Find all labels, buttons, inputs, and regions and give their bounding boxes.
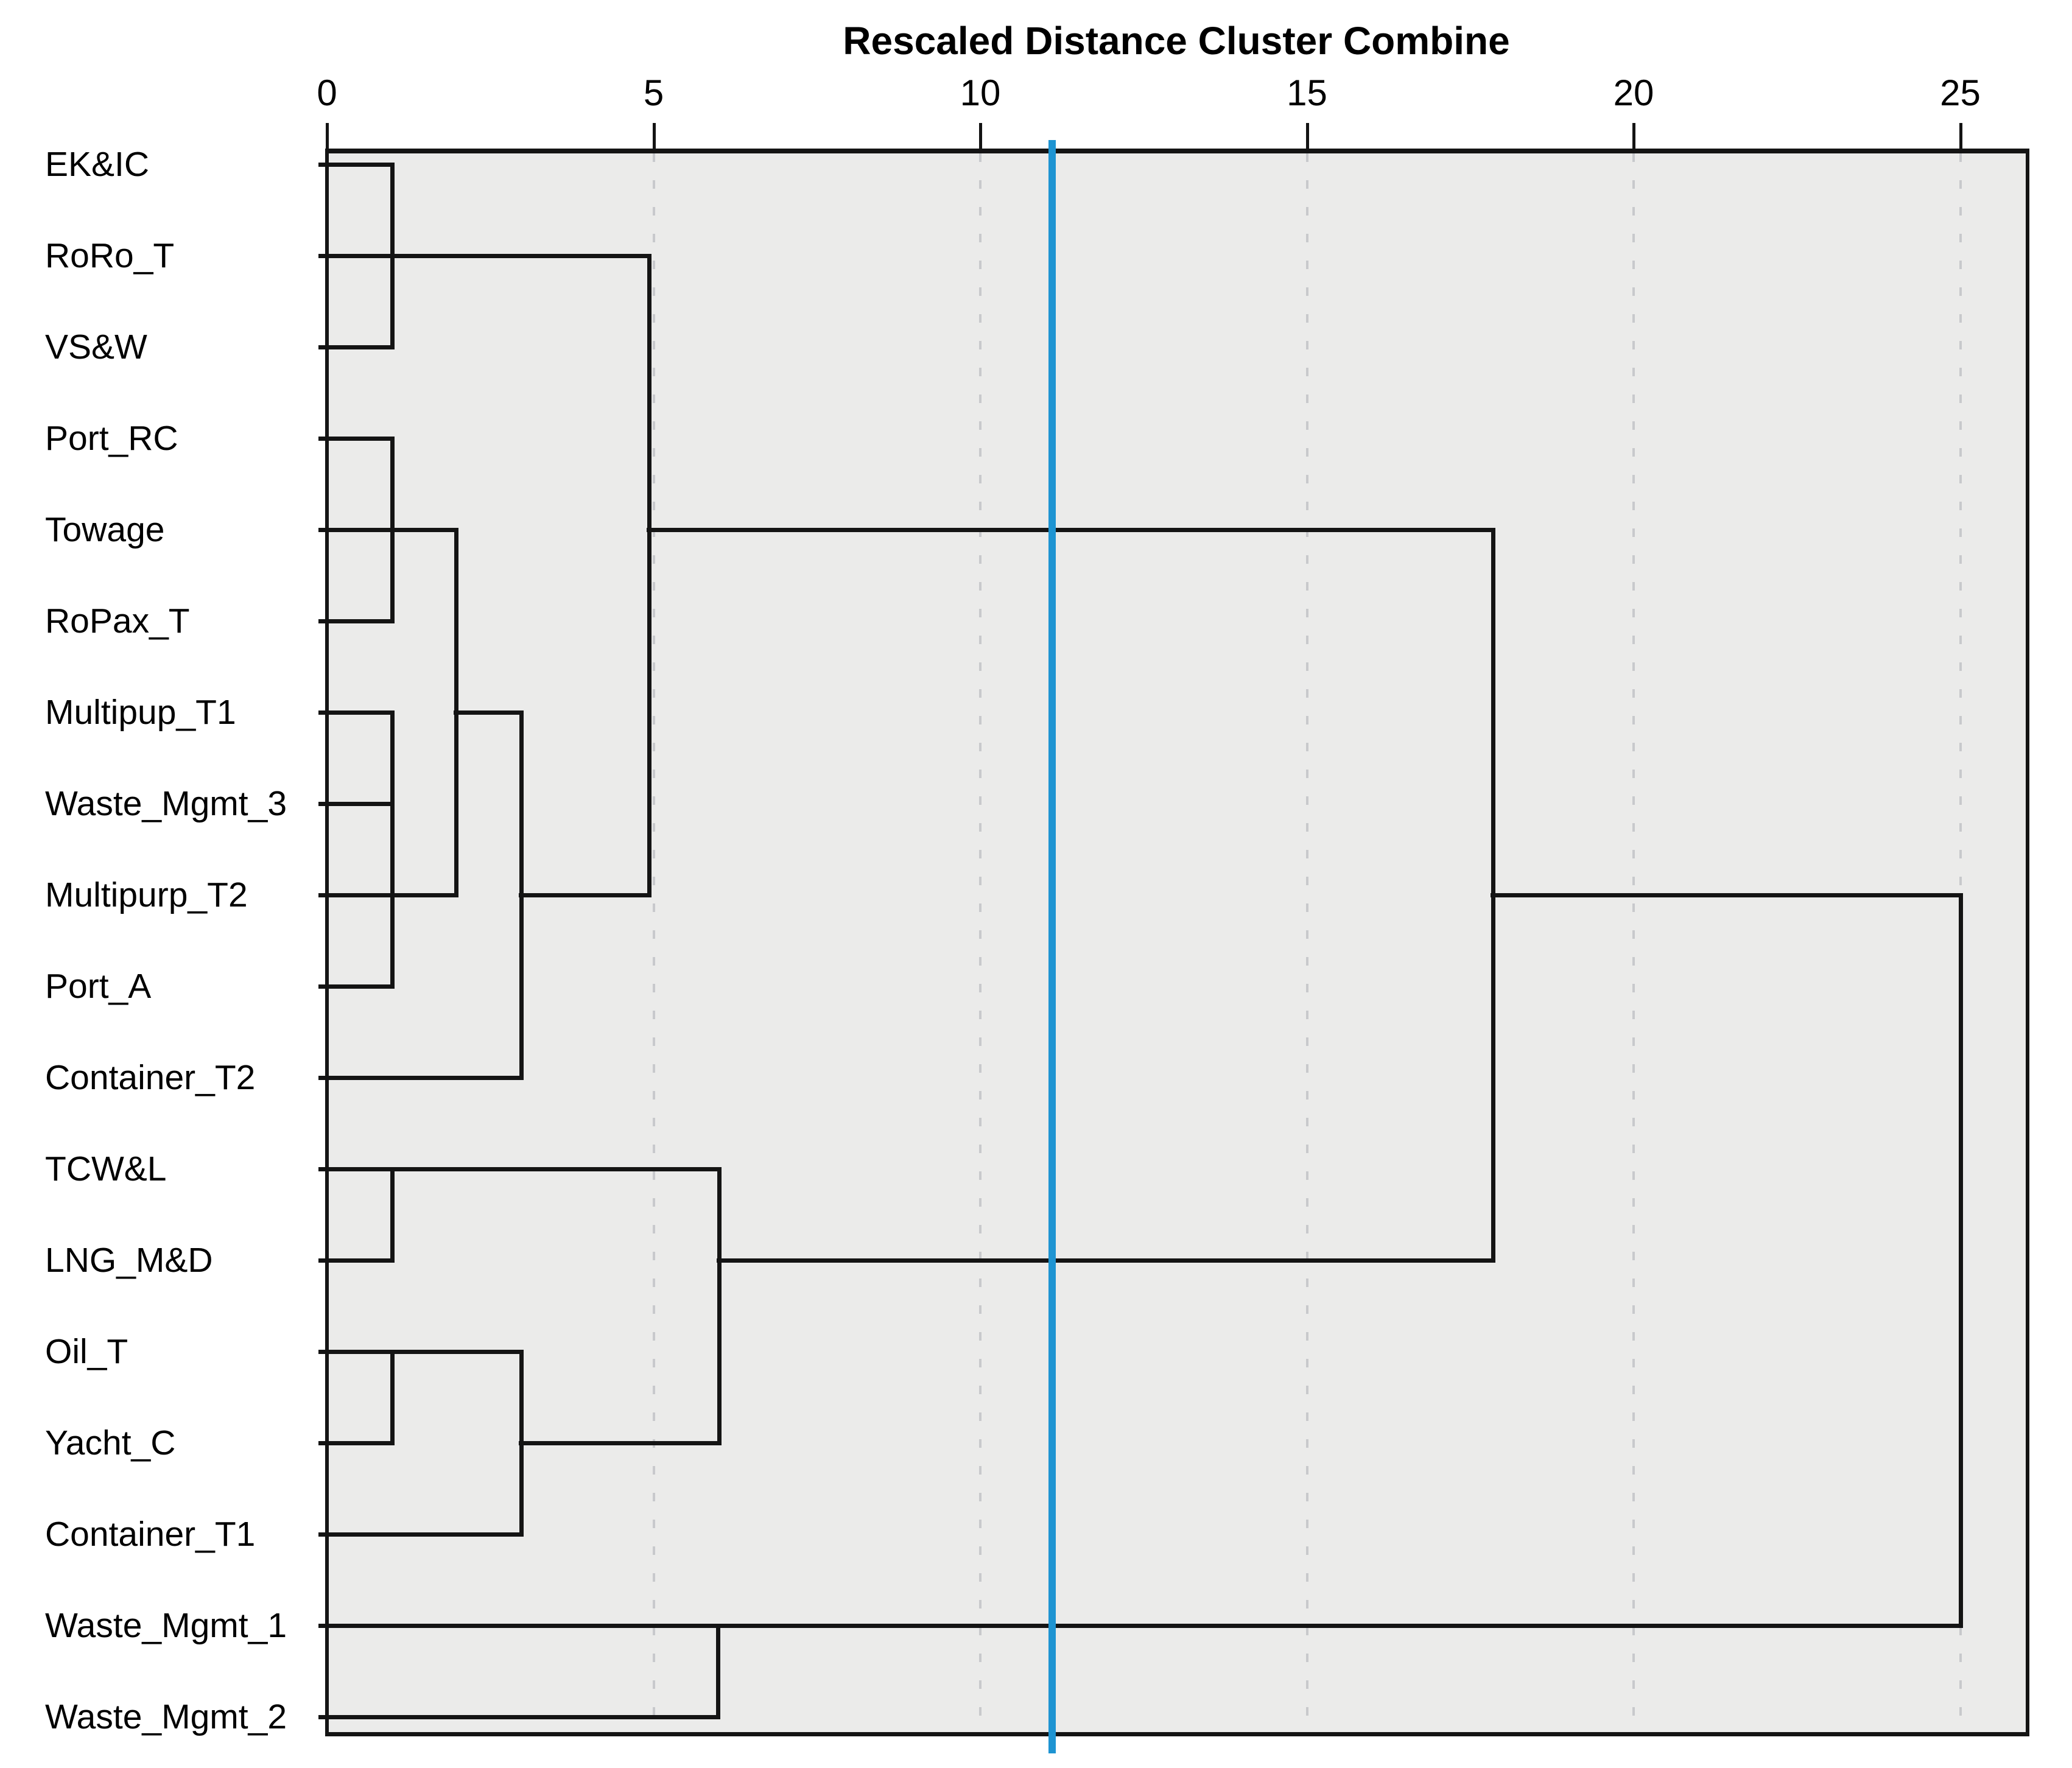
- dendrogram-branch-line: [318, 893, 458, 897]
- axis-tick-label: 0: [317, 72, 337, 113]
- leaf-label: VS&W: [45, 328, 147, 367]
- dendrogram-merge-bracket: [390, 1167, 395, 1263]
- gridline: [652, 153, 655, 1732]
- axis-tick-mark: [326, 123, 329, 149]
- leaf-label: TCW&L: [45, 1149, 167, 1188]
- dendrogram-branch-line: [318, 710, 395, 715]
- dendrogram-branch-line: [454, 710, 523, 715]
- leaf-label: Waste_Mgmt_1: [45, 1606, 287, 1645]
- leaf-label: Container_T2: [45, 1058, 256, 1097]
- dendrogram-branch-line: [318, 254, 651, 258]
- plot-frame-right: [2026, 149, 2029, 1736]
- dendrogram-branch-line: [518, 1441, 721, 1445]
- dendrogram-merge-bracket: [390, 163, 395, 349]
- dendrogram-merge-bracket: [717, 1167, 722, 1445]
- dendrogram-branch-line: [646, 528, 1495, 532]
- axis-tick-mark: [1305, 123, 1309, 149]
- dendrogram-merge-bracket: [390, 437, 395, 623]
- leaf-label: Waste_Mgmt_2: [45, 1697, 287, 1736]
- axis-tick-mark: [1632, 123, 1635, 149]
- dendrogram-branch-line: [318, 1076, 523, 1080]
- plot-area-background: [327, 149, 2029, 1736]
- leaf-label: Multipurp_T2: [45, 875, 248, 914]
- dendrogram-branch-line: [318, 984, 395, 989]
- axis-tick-mark: [652, 123, 656, 149]
- gridline: [1305, 153, 1308, 1732]
- axis-tick-label: 25: [1940, 72, 1981, 113]
- axis-tick-label: 5: [643, 72, 664, 113]
- leaf-label: LNG_M&D: [45, 1241, 213, 1280]
- leaf-label: Waste_Mgmt_3: [45, 784, 287, 823]
- gridline: [979, 153, 982, 1732]
- dendrogram-merge-bracket: [390, 1350, 395, 1445]
- axis-tick-label: 20: [1613, 72, 1654, 113]
- dendrogram-merge-bracket: [1958, 893, 1963, 1628]
- dendrogram-branch-line: [318, 1441, 395, 1445]
- axis-tick-label: 10: [960, 72, 1001, 113]
- leaf-label: Container_T1: [45, 1515, 256, 1554]
- chart-title: Rescaled Distance Cluster Combine: [843, 19, 1510, 63]
- leaf-label: Port_RC: [45, 419, 178, 458]
- axis-baseline-top: [327, 149, 2029, 153]
- dendrogram-branch-line: [318, 1167, 721, 1171]
- dendrogram-branch-line: [318, 528, 458, 532]
- dendrogram-branch-line: [318, 1350, 523, 1354]
- dendrogram-merge-bracket: [390, 710, 395, 989]
- plot-frame-bottom: [327, 1732, 2029, 1736]
- leaf-label: Port_A: [45, 967, 152, 1006]
- dendrogram-branch-line: [318, 802, 395, 806]
- leaf-label: Oil_T: [45, 1332, 128, 1371]
- dendrogram-branch-line: [318, 619, 395, 623]
- dendrogram-branch-line: [318, 1532, 523, 1537]
- dendrogram-branch-line: [318, 345, 395, 349]
- dendrogram-merge-bracket: [519, 1350, 524, 1537]
- gridline: [1632, 153, 1635, 1732]
- leaf-label: RoPax_T: [45, 602, 190, 640]
- dendrogram-branch-line: [318, 163, 395, 167]
- cluster-cut-line: [1048, 140, 1056, 1753]
- dendrogram-merge-bracket: [715, 1624, 720, 1719]
- axis-tick-mark: [1959, 123, 1962, 149]
- axis-tick-label: 15: [1287, 72, 1327, 113]
- dendrogram-branch-line: [318, 1258, 395, 1263]
- dendrogram-branch-line: [716, 1258, 1495, 1263]
- dendrogram-merge-bracket: [1491, 528, 1496, 1263]
- leaf-label: Towage: [45, 510, 165, 549]
- axis-line-left: [325, 149, 329, 1736]
- dendrogram-branch-line: [318, 1624, 1962, 1628]
- dendrogram-branch-line: [518, 893, 651, 897]
- axis-tick-mark: [979, 123, 982, 149]
- dendrogram-merge-bracket: [454, 528, 459, 897]
- leaf-label: Multipup_T1: [45, 693, 236, 732]
- dendrogram-branch-line: [318, 437, 395, 441]
- dendrogram-branch-line: [318, 1715, 720, 1719]
- dendrogram-merge-bracket: [647, 254, 651, 897]
- dendrogram-merge-bracket: [519, 710, 524, 1080]
- dendrogram-branch-line: [1491, 893, 1962, 897]
- leaf-label: Yacht_C: [45, 1423, 176, 1462]
- leaf-label: RoRo_T: [45, 236, 175, 275]
- leaf-label: EK&IC: [45, 145, 150, 184]
